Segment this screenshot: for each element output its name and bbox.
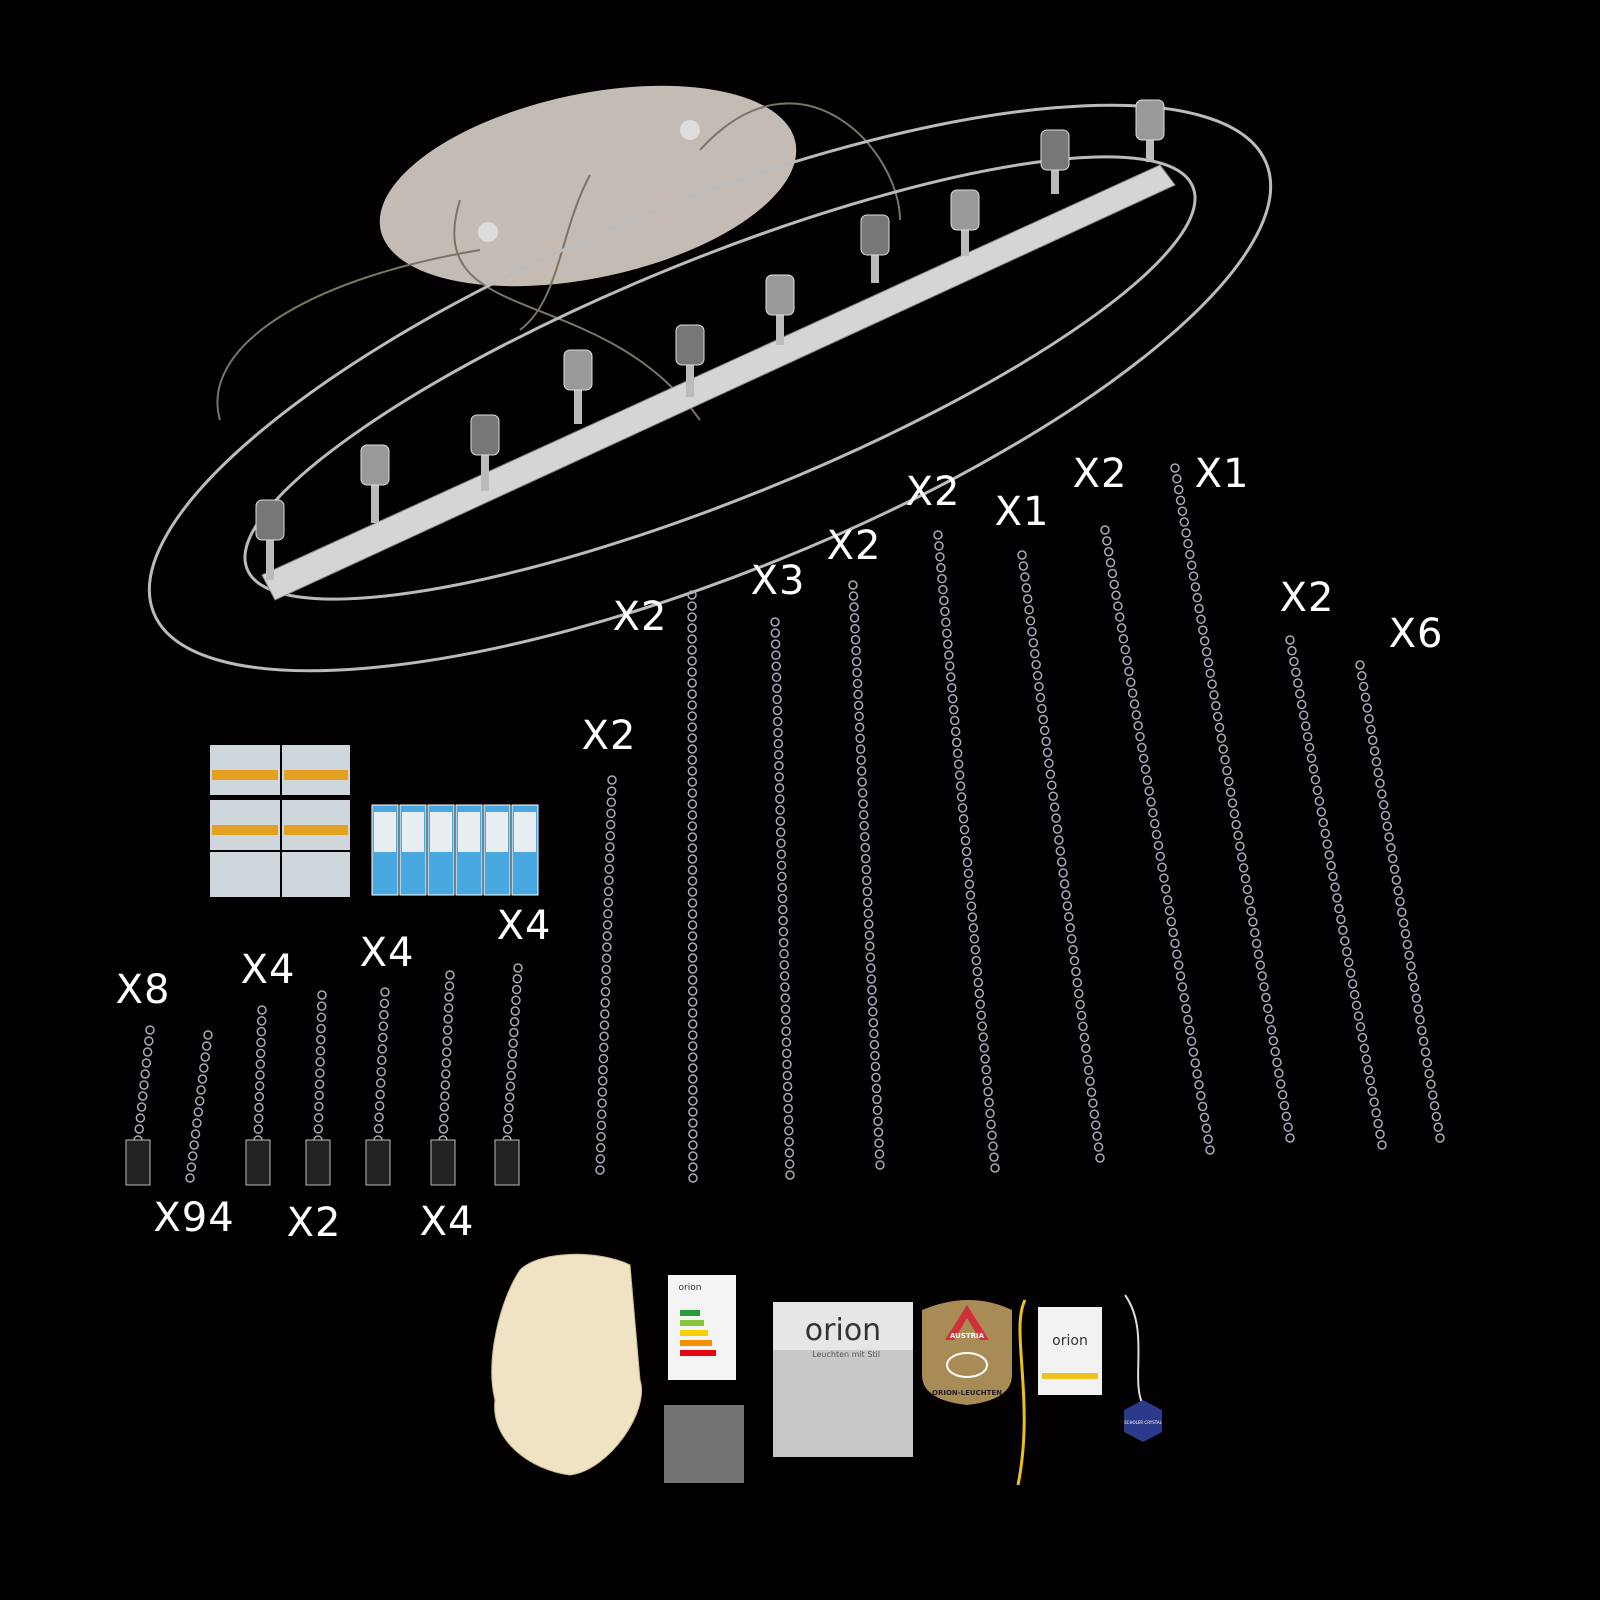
quantity-label: X4 [496,903,552,949]
crystal-strand [430,970,456,1186]
quantity-label: X8 [115,967,171,1013]
crystal-strand [1100,525,1215,1155]
crystal-strand [687,590,698,1183]
crystal-strand [365,987,391,1186]
quantity-label: X1 [994,489,1050,535]
quantity-label: X94 [153,1195,235,1241]
lamp-socket [470,414,500,491]
manual-tagline: Leuchten mit Stil [812,1350,880,1359]
suspension-cable [216,102,901,421]
crystal-strand [595,775,617,1175]
quantity-label: X2 [1072,451,1128,497]
quantity-label: X1 [1194,451,1250,497]
quantity-label: X4 [419,1199,475,1245]
canopy-fixture [478,222,498,242]
certificate-booklet [1038,1307,1102,1395]
gold-string [1016,1299,1027,1486]
energy-label-brand: orion [679,1283,702,1293]
crystal-strand [1017,550,1105,1163]
canopy-fixture [680,120,700,140]
quantity-label: X2 [826,523,882,569]
crystal-strand [1285,635,1387,1150]
energy-label-card [668,1275,736,1380]
quantity-label: X2 [612,594,668,640]
crystal-strand [185,1030,213,1183]
crystal-strand [933,530,1000,1173]
lamp-socket [360,444,390,523]
lamp-socket [950,189,980,256]
crystal-strand [125,1025,155,1186]
badge-orion-leuchten: ORION-LEUCHTEN [932,1389,1002,1397]
screw-bag [664,1405,744,1483]
crystal-strand [848,580,885,1170]
crystal-strand [494,963,523,1186]
lamp-socket [1135,99,1165,162]
quantity-label: X3 [750,558,806,604]
inner-ring [243,155,1197,601]
quantity-label: X2 [286,1200,342,1246]
lamp-socket [675,324,705,397]
mounting-bar [261,164,1176,601]
lamp-socket [860,214,890,283]
certificate-brand: orion [1052,1333,1088,1349]
crystal-strand [1355,660,1445,1143]
quantity-label: X4 [359,930,415,976]
halogen-bulb-boxes-gu10 [210,745,350,897]
quantity-label: X2 [1279,575,1335,621]
work-gloves [491,1253,642,1476]
lamp-socket [563,349,593,424]
crystal-strand [245,1005,271,1186]
tag-text: SCHOLER CRYSTAL [1124,1420,1162,1425]
crystal-strand [770,617,795,1180]
scholer-crystal-tag [1124,1400,1162,1442]
ceiling-canopy [379,85,797,287]
halogen-bulb-boxes-g9 [371,804,539,896]
lamp-socket [255,499,285,580]
lamp-socket [1040,129,1070,194]
badge-austria: AUSTRIA [950,1332,985,1340]
quantity-label: X2 [905,469,961,515]
manual-brand: orion [805,1313,881,1348]
quantity-label: X4 [240,947,296,993]
quantity-label: X6 [1388,611,1444,657]
crystal-strand [1170,463,1295,1143]
crystal-strand [305,990,331,1186]
quantity-label: X2 [581,713,637,759]
lamp-socket [765,274,795,345]
outer-ring [147,103,1273,673]
